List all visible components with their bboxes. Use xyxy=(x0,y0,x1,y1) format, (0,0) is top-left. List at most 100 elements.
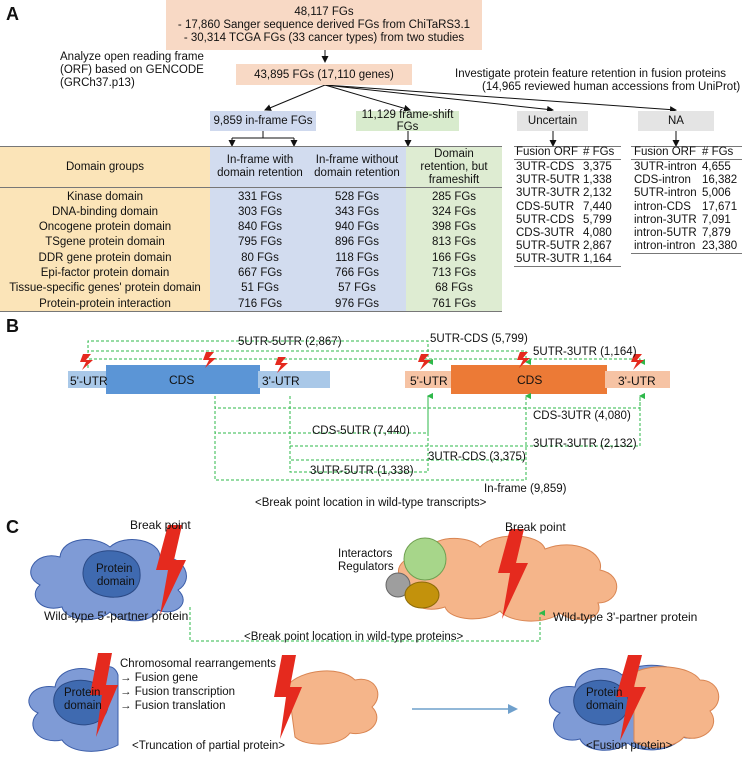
na-box: NA xyxy=(638,111,714,131)
domain-group-count: 528 FGs xyxy=(334,190,380,203)
uncertain-top-rule xyxy=(514,146,621,147)
na-orf: 5UTR-intron xyxy=(634,187,697,200)
panel-c-top-caption: <Break point location in wild-type prote… xyxy=(244,631,464,643)
domain-group-count: 713 FGs xyxy=(431,267,477,279)
uncertain-count: 7,440 xyxy=(583,200,612,213)
header-domain-groups: Domain groups xyxy=(66,161,144,173)
label-3utr-5utr: 3UTR-5UTR (1,338) xyxy=(310,465,414,477)
panel-a-connectors xyxy=(228,50,680,147)
truncated-3-protein xyxy=(287,670,379,745)
left-cds-label: CDS xyxy=(169,373,195,387)
left-3utr-label: 3'-UTR xyxy=(262,374,300,388)
domain-group-count: 896 FGs xyxy=(334,236,380,249)
panel-c-diagram xyxy=(28,525,720,752)
header-frameshift: Domain retention, but frameshift xyxy=(420,147,488,186)
frameshift-column-bg xyxy=(406,146,502,312)
right-5utr-label: 5'-UTR xyxy=(410,374,448,388)
uncertain-orf: 5UTR-CDS xyxy=(516,213,575,226)
label-5utr-5utr: 5UTR-5UTR (2,867) xyxy=(238,336,342,348)
label-3utr-cds: 3UTR-CDS (3,375) xyxy=(428,451,526,463)
domain-group-count: 57 FGs xyxy=(338,282,376,295)
domain-group-count: 68 FGs xyxy=(435,282,473,295)
uncertain-orf: 5UTR-5UTR xyxy=(516,240,580,253)
truncation-left-bolt xyxy=(90,653,118,737)
right-5utr-box xyxy=(405,371,453,388)
uncertain-count: 2,132 xyxy=(583,187,612,200)
panel-a-letter: A xyxy=(6,4,19,24)
label-cds-5utr: CDS-5UTR (7,440) xyxy=(312,425,410,437)
na-orf: intron-3UTR xyxy=(634,213,697,226)
left-3utr-box xyxy=(258,371,330,388)
domain-group-count: 331 FGs xyxy=(237,190,283,203)
uncertain-count: 5,799 xyxy=(583,213,612,226)
fusion-break-bolt xyxy=(616,655,646,741)
domain-group-count: 976 FGs xyxy=(334,297,380,310)
break-point-left-label: Break point xyxy=(130,518,191,532)
protein-domain-3-line-1: Protein xyxy=(586,687,623,699)
orf-note-2: (ORF) based on GENCODE xyxy=(60,64,204,76)
wt3-label: Wild-type 3'-partner protein xyxy=(553,610,698,624)
uncertain-header-rule xyxy=(514,159,621,160)
domain-groups-column-bg xyxy=(0,146,210,312)
domain-group-count: 667 FGs xyxy=(237,267,283,279)
domain-group-count: 80 FGs xyxy=(241,251,279,264)
fusion-caption: <Fusion protein> xyxy=(586,740,673,752)
na-top-rule xyxy=(631,146,742,147)
na-header-orf: Fusion ORF xyxy=(634,146,696,158)
domain-group-name: Kinase domain xyxy=(66,190,144,203)
uncertain-box: Uncertain xyxy=(517,111,588,131)
interactors-label: Interactors xyxy=(338,548,393,560)
rearrangement-line-2: → Fusion gene xyxy=(120,672,198,684)
wt3-protein-cloud xyxy=(385,535,618,622)
panel-b-caption: <Break point location in wild-type trans… xyxy=(255,497,487,509)
break-point-left-bolt xyxy=(156,525,186,615)
domain-group-count: 51 FGs xyxy=(241,282,279,295)
label-inframe: In-frame (9,859) xyxy=(484,483,567,495)
label-5utr-cds: 5UTR-CDS (5,799) xyxy=(430,333,528,345)
total-fg-line-3: - 30,314 TCGA FGs (33 cancer types) from… xyxy=(183,31,465,44)
domain-group-count: 285 FGs xyxy=(431,190,477,203)
protein-domain-2-line-1: Protein xyxy=(64,687,101,699)
domain-group-count: 940 FGs xyxy=(334,221,380,234)
domain-group-count: 166 FGs xyxy=(431,251,477,264)
uncertain-orf: 3UTR-5UTR xyxy=(516,174,580,187)
uncertain-orf: CDS-5UTR xyxy=(516,200,575,213)
na-count: 16,382 xyxy=(702,174,738,187)
protein-domain-2-line-2: domain xyxy=(64,700,102,712)
domain-group-count: 343 FGs xyxy=(334,205,380,218)
total-fg-box: 48,117 FGs - 17,860 Sanger sequence deri… xyxy=(166,0,482,50)
uncertain-count: 1,164 xyxy=(583,253,612,266)
domain-group-count: 761 FGs xyxy=(431,297,477,310)
na-count: 7,879 xyxy=(702,227,731,239)
na-orf: intron-5UTR xyxy=(634,227,697,239)
domain-group-count: 766 FGs xyxy=(334,267,380,279)
domain-group-name: Epi-factor protein domain xyxy=(40,267,170,279)
inframe-box: 9,859 in-frame FGs xyxy=(210,111,316,131)
na-count: 5,006 xyxy=(702,187,731,200)
rearrangement-line-4: → Fusion translation xyxy=(120,700,226,712)
na-orf: intron-CDS xyxy=(634,200,691,213)
panel-c-letter: C xyxy=(6,517,19,537)
domain-group-name: TSgene protein domain xyxy=(45,236,165,249)
frameshift-box: 11,129 frame-shift FGs xyxy=(356,109,459,133)
uncertain-count: 2,867 xyxy=(583,240,612,253)
uniprot-note-1: Investigate protein feature retention in… xyxy=(455,68,727,80)
uncertain-count: 3,375 xyxy=(583,161,612,173)
left-5utr-label: 5'-UTR xyxy=(70,374,108,388)
domain-group-count: 118 FGs xyxy=(335,251,379,264)
table-top-rule xyxy=(0,146,502,147)
right-cds-box xyxy=(451,365,607,394)
na-orf: CDS-intron xyxy=(634,174,691,187)
domain-group-name: Tissue-specific genes' protein domain xyxy=(9,282,201,295)
uncertain-orf: 3UTR-CDS xyxy=(516,161,575,173)
domain-group-count: 716 FGs xyxy=(237,297,283,310)
total-fg-line-1: 48,117 FGs xyxy=(294,5,354,18)
domain-group-count: 813 FGs xyxy=(431,236,477,249)
protein-domain-3-line-2: domain xyxy=(586,700,624,712)
na-header-count: # FGs xyxy=(702,146,734,158)
regulators-label: Regulators xyxy=(338,561,394,573)
uncertain-count: 4,080 xyxy=(583,227,612,239)
panel-b-diagram xyxy=(68,340,670,481)
domain-group-count: 324 FGs xyxy=(431,205,477,218)
header-inframe-without: In-frame without domain retention xyxy=(314,154,400,179)
